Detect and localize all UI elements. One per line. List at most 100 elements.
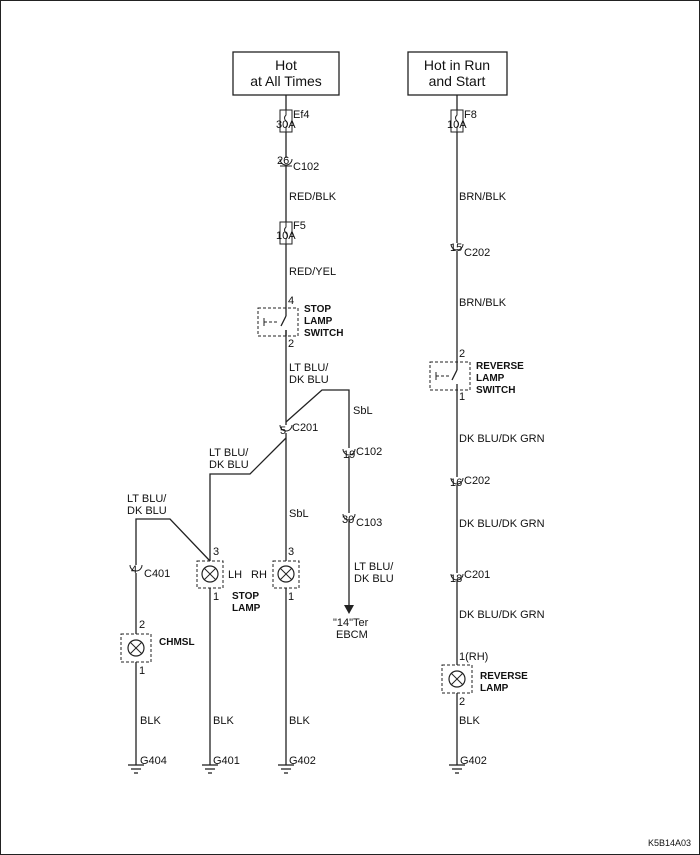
chmsl-lamp: 2 1 CHMSL	[120, 619, 195, 677]
fuse-ef4: Ef4 30A	[276, 109, 310, 133]
wire-label: LT BLU/	[289, 362, 329, 374]
connector-c202-16: 16 C202	[450, 475, 490, 489]
pin-number: 4	[288, 295, 294, 307]
pin-number: 2	[459, 348, 465, 360]
fuse-rating: 10A	[276, 230, 296, 242]
fuse-name: F8	[464, 109, 477, 121]
pin-number: 1	[459, 391, 465, 403]
reverse-lamp: 1(RH) 2 REVERSE LAMP	[441, 651, 528, 708]
wire-label: RED/YEL	[289, 266, 336, 278]
connector-name: C401	[144, 568, 170, 580]
wire-label: BLK	[213, 715, 234, 727]
ground-g402-right: G402	[449, 755, 487, 774]
ebcm-terminal: "14"Ter EBCM	[333, 605, 369, 641]
component-label: LAMP	[304, 316, 333, 327]
connector-pin: 18	[450, 573, 462, 585]
wire-label: BLK	[459, 715, 480, 727]
stop-lamp-label: STOP LAMP	[232, 591, 261, 614]
component-label: LAMP	[232, 603, 261, 614]
connector-name: C102	[356, 446, 382, 458]
component-label: LAMP	[476, 373, 505, 384]
pin-number: 2	[139, 619, 145, 631]
stop-lamp-circuit-wires	[135, 95, 350, 765]
ground-label: G402	[460, 755, 487, 767]
lamp-side-label: LH	[228, 569, 242, 581]
ebcm-label: "14"Ter	[333, 617, 369, 629]
pin-number: 1	[288, 591, 294, 603]
connector-name: C103	[356, 517, 382, 529]
ground-label: G402	[289, 755, 316, 767]
fuse-rating: 30A	[276, 119, 296, 131]
connector-pin: 5	[280, 425, 286, 437]
fuse-name: Ef4	[293, 109, 310, 121]
wire-label: RED/BLK	[289, 191, 337, 203]
connector-name: C201	[464, 569, 490, 581]
pin-number: 3	[288, 546, 294, 558]
ground-g402-left: G402	[278, 755, 316, 774]
pin-number: 1	[213, 591, 219, 603]
connector-name: C201	[292, 422, 318, 434]
component-label: STOP	[232, 591, 259, 602]
connector-pin: 16	[450, 477, 462, 489]
component-label: LAMP	[480, 683, 509, 694]
power-source-label: at All Times	[250, 73, 322, 89]
wire-label: DK BLU	[354, 573, 394, 585]
pin-number: 2	[288, 338, 294, 350]
ground-label: G401	[213, 755, 240, 767]
power-source-label: Hot	[275, 57, 297, 73]
wire-label: SbL	[353, 405, 373, 417]
ground-g401: G401	[202, 755, 240, 774]
connector-c102-19: 19 C102	[342, 446, 382, 461]
component-label: SWITCH	[304, 328, 343, 339]
wire-label: DK BLU	[209, 459, 249, 471]
connector-c202-15: 15 C202	[450, 242, 490, 259]
wire-label: LT BLU/	[127, 493, 167, 505]
ground-label: G404	[140, 755, 167, 767]
stop-lamp-lh: 3 1 LH	[196, 546, 242, 603]
reverse-lamp-switch: 2 1 REVERSE LAMP SWITCH	[429, 348, 524, 403]
connector-pin: 4	[131, 564, 137, 576]
pin-number: 2	[459, 696, 465, 708]
pin-number: 3	[213, 546, 219, 558]
ground-g404: G404	[128, 755, 167, 774]
fuse-f8: F8 10A	[447, 109, 477, 133]
figure-id: K5B14A03	[648, 838, 691, 848]
connector-name: C102	[293, 161, 319, 173]
lamp-side-label: RH	[251, 569, 267, 581]
component-label: REVERSE	[480, 671, 528, 682]
connector-c201-18: 18 C201	[450, 569, 490, 585]
wire-label: LT BLU/	[209, 447, 249, 459]
connector-pin: 26	[277, 155, 289, 167]
connector-pin: 15	[450, 242, 462, 254]
connector-pin: 30	[342, 514, 354, 526]
pin-number: 1	[139, 665, 145, 677]
wire-label: BRN/BLK	[459, 297, 507, 309]
wire-label: BLK	[289, 715, 310, 727]
power-source-label: and Start	[429, 73, 486, 89]
connector-c201-5: 5 C201	[279, 422, 318, 437]
connector-name: C202	[464, 475, 490, 487]
ebcm-label: EBCM	[336, 629, 368, 641]
power-source-hot-in-run-and-start: Hot in Run and Start	[407, 51, 508, 96]
wire-label: DK BLU/DK GRN	[459, 609, 545, 621]
fuse-name: F5	[293, 220, 306, 232]
stop-lamp-switch: 4 2 STOP LAMP SWITCH	[257, 295, 343, 350]
power-source-hot-at-all-times: Hot at All Times	[232, 51, 340, 96]
component-label: CHMSL	[159, 637, 195, 648]
fuse-f5: F5 10A	[276, 220, 306, 245]
connector-pin: 19	[343, 449, 355, 461]
component-label: STOP	[304, 304, 331, 315]
component-label: REVERSE	[476, 361, 524, 372]
wire-label: BLK	[140, 715, 161, 727]
wire-label: LT BLU/	[354, 561, 394, 573]
wire-label: DK BLU/DK GRN	[459, 518, 545, 530]
connector-c103-30: 30 C103	[342, 513, 382, 529]
power-source-label: Hot in Run	[424, 57, 490, 73]
stop-lamp-rh: 3 1 RH	[251, 546, 300, 603]
connector-c102-26: 26 C102	[277, 155, 319, 173]
wire-label: SbL	[289, 508, 309, 520]
pin-number: 1(RH)	[459, 651, 488, 663]
wire-label: BRN/BLK	[459, 191, 507, 203]
fuse-rating: 10A	[447, 119, 467, 131]
